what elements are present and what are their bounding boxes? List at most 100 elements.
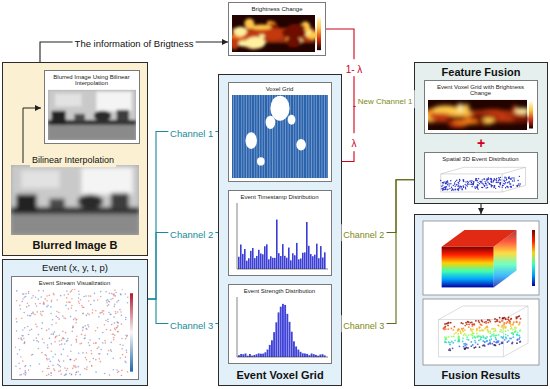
illustration-part — [482, 183, 483, 184]
illustration-part — [124, 356, 126, 358]
illustration-part — [473, 324, 475, 326]
illustration-part — [518, 335, 520, 337]
illustration-part — [298, 259, 300, 269]
illustration-part — [321, 94, 322, 177]
illustration-part — [48, 124, 136, 139]
illustration-part — [469, 180, 470, 181]
illustration-part — [472, 328, 474, 330]
illustration-part — [477, 184, 478, 185]
illustration-part — [479, 346, 481, 348]
illustration-part — [513, 178, 514, 179]
illustration-part — [532, 230, 535, 286]
illustration-part — [73, 359, 75, 361]
illustration-part — [511, 327, 513, 329]
illustration-part — [47, 304, 49, 306]
illustration-part — [74, 113, 85, 120]
illustration-part — [480, 337, 482, 339]
illustration-part — [510, 324, 512, 326]
illustration-part — [65, 369, 67, 371]
illustration-part — [47, 365, 49, 367]
illustration-part — [21, 334, 23, 336]
illustration-part — [458, 178, 459, 179]
illustration-part — [246, 260, 248, 268]
illustration-part — [472, 183, 473, 184]
illustration-part — [487, 177, 488, 178]
illustration-part — [232, 18, 319, 50]
illustration-part — [290, 260, 292, 269]
illustration-part — [266, 349, 268, 356]
illustration-part — [484, 341, 486, 343]
illustration-part — [39, 310, 41, 312]
illustration-part — [442, 181, 443, 182]
illustration-part — [472, 181, 473, 182]
illustration-part — [79, 298, 81, 300]
illustration-part — [486, 336, 488, 338]
illustration-part — [67, 308, 69, 310]
illustration-part — [318, 258, 320, 269]
illustration-part — [270, 256, 272, 269]
illustration-part — [20, 373, 22, 375]
illustration-part — [41, 314, 43, 316]
illustration-part — [68, 372, 70, 374]
illustration-part — [474, 178, 475, 179]
edge-label: λ — [352, 138, 357, 149]
illustration-part — [502, 167, 525, 192]
illustration-part — [121, 347, 123, 349]
illustration-part — [23, 342, 25, 344]
illustration-part — [460, 185, 461, 186]
illustration-part — [484, 180, 485, 181]
illustration-part — [19, 304, 21, 306]
illustration-part — [485, 182, 486, 183]
illustration-part — [318, 94, 319, 177]
illustration-part — [446, 184, 447, 185]
illustration-part — [484, 321, 486, 323]
illustration-part — [58, 318, 60, 320]
illustration-part — [26, 314, 28, 316]
illustration-part — [305, 94, 306, 177]
illustration-part — [74, 374, 76, 376]
illustration-part — [48, 89, 136, 139]
illustration-part — [55, 322, 57, 324]
illustration-part — [453, 335, 455, 337]
illustration-part — [441, 185, 442, 186]
illustration-part — [473, 335, 475, 337]
illustration-part — [71, 288, 73, 289]
illustration-part — [505, 178, 506, 179]
illustration-part — [496, 181, 497, 182]
illustration-part — [508, 176, 509, 177]
illustration-part — [237, 296, 328, 356]
illustration-part — [448, 185, 449, 186]
illustration-part — [240, 94, 241, 177]
illustration-part — [486, 340, 488, 342]
illustration-part — [15, 321, 17, 323]
illustration-part — [461, 189, 462, 190]
illustration-part — [476, 184, 477, 185]
illustration-part — [57, 359, 59, 361]
illustration-part — [77, 300, 79, 302]
plot-image: Event Stream Visualization — [11, 276, 139, 380]
illustration-part — [53, 369, 55, 371]
illustration-part — [237, 296, 328, 356]
illustration-part — [120, 314, 122, 316]
illustration-part — [458, 328, 460, 330]
illustration-part — [487, 178, 488, 179]
illustration-part — [99, 352, 101, 354]
illustration-part — [103, 372, 105, 374]
illustration-part — [48, 89, 136, 139]
illustration-part — [109, 313, 111, 315]
illustration-part — [237, 202, 328, 268]
illustration-part — [485, 187, 486, 188]
illustration-part — [495, 179, 496, 180]
illustration-part — [290, 331, 292, 356]
illustration-part — [72, 325, 74, 327]
illustration-part — [116, 321, 118, 323]
illustration-part — [47, 373, 49, 375]
illustration-part — [495, 181, 496, 182]
illustration-part — [66, 355, 68, 357]
illustration-part — [97, 346, 99, 348]
illustration-part — [107, 304, 109, 306]
illustration-part — [314, 254, 316, 268]
illustration-part — [30, 328, 32, 330]
illustration-part — [464, 188, 465, 189]
illustration-part — [58, 370, 60, 372]
